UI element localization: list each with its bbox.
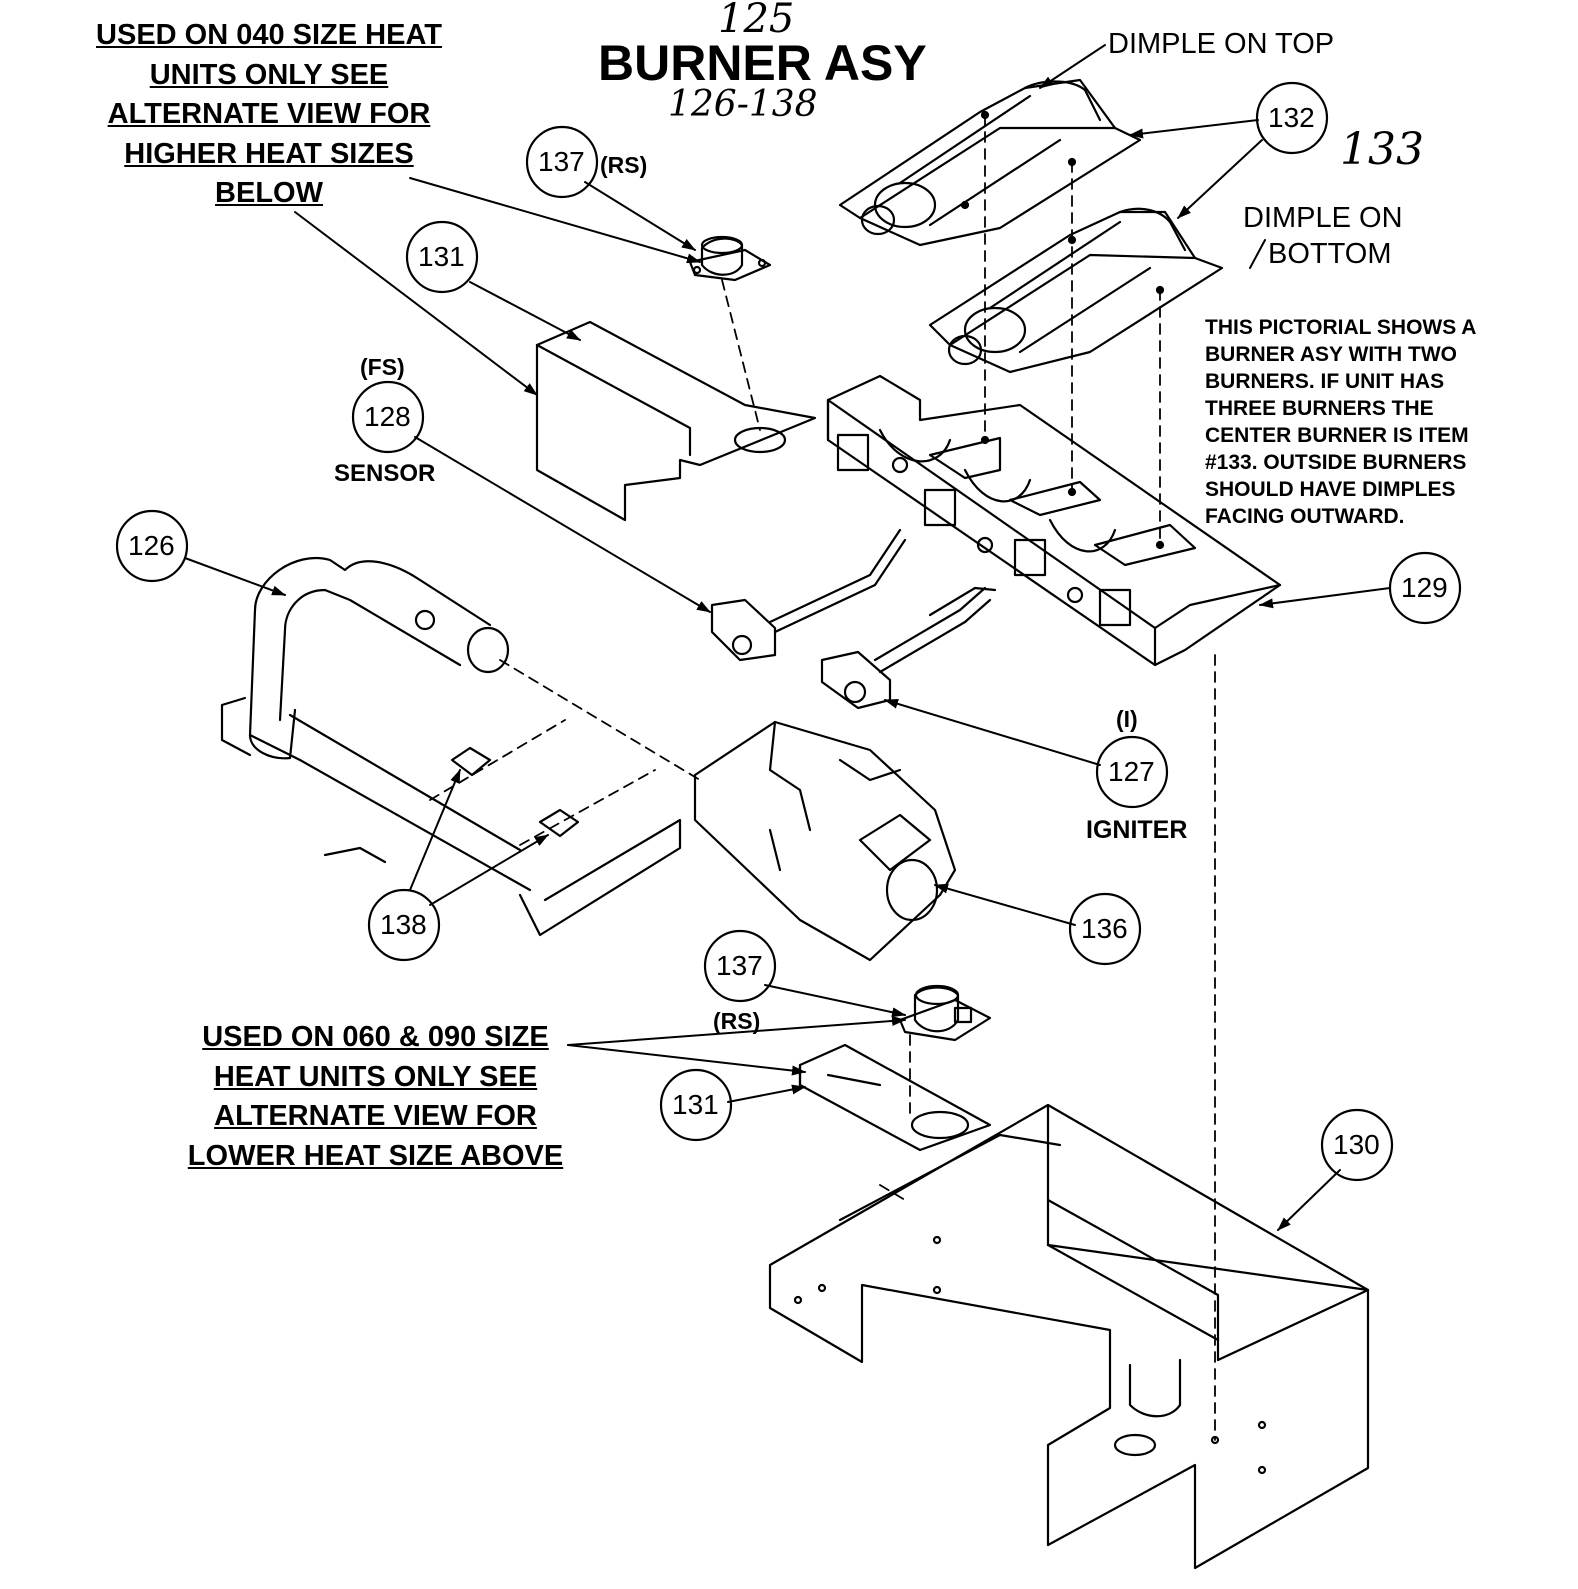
leader-lines	[184, 44, 1391, 1231]
handwritten-assembly-number: 125	[718, 0, 795, 42]
callout-129: 129	[1401, 572, 1448, 603]
label-igniter: IGNITER	[1086, 816, 1188, 844]
igniter-127	[820, 586, 997, 710]
label-dimple-on-bottom-2: BOTTOM	[1268, 238, 1392, 270]
label-sensor: SENSOR	[334, 460, 436, 487]
callout-130: 130	[1333, 1129, 1380, 1160]
callout-circles	[115, 81, 1462, 1182]
label-dimple-on-top: DIMPLE ON TOP	[1108, 28, 1335, 60]
callout-137-lower: 137	[716, 950, 763, 981]
orifices-138	[450, 746, 580, 838]
callout-127: 127	[1108, 756, 1155, 787]
note-pictorial: THIS PICTORIAL SHOWS A BURNER ASY WITH T…	[1205, 316, 1476, 528]
burner-bracket-129	[826, 374, 1282, 667]
rollout-switch-137-upper	[688, 235, 772, 282]
callout-138: 138	[380, 909, 427, 940]
handwritten-part-range: 126-138	[668, 84, 818, 125]
flame-sensor-128	[710, 528, 907, 662]
callout-136: 136	[1081, 913, 1128, 944]
label-rs-lower: (RS)	[713, 1008, 761, 1034]
label-fs: (FS)	[360, 354, 405, 380]
diagram-title: BURNER ASY	[598, 35, 927, 91]
label-i: (I)	[1116, 706, 1138, 732]
rollout-switch-137-lower	[898, 984, 992, 1042]
callout-132: 132	[1268, 102, 1315, 133]
callout-131-upper: 131	[418, 241, 465, 272]
callout-128: 128	[364, 401, 411, 432]
heat-shield-131-upper	[535, 320, 817, 522]
manifold-126	[220, 557, 682, 937]
callout-131-lower: 131	[672, 1089, 719, 1120]
callout-137-upper: 137	[538, 146, 585, 177]
burner-top	[838, 78, 1142, 247]
gas-valve-136	[693, 720, 957, 962]
note-lower: USED ON 060 & 090 SIZE HEAT UNITS ONLY S…	[187, 1021, 564, 1172]
alignment-lines	[429, 114, 1216, 1441]
label-dimple-on-bottom-1: DIMPLE ON	[1243, 202, 1403, 234]
heat-shield-131-lower	[798, 1043, 992, 1152]
note-upper: USED ON 040 SIZE HEAT UNITS ONLY SEE ALT…	[96, 19, 442, 209]
handwritten-extra-part: 133	[1340, 124, 1424, 175]
burner-box-130	[768, 1103, 1370, 1570]
label-rs-upper: (RS)	[600, 152, 648, 178]
callout-126: 126	[128, 530, 175, 561]
